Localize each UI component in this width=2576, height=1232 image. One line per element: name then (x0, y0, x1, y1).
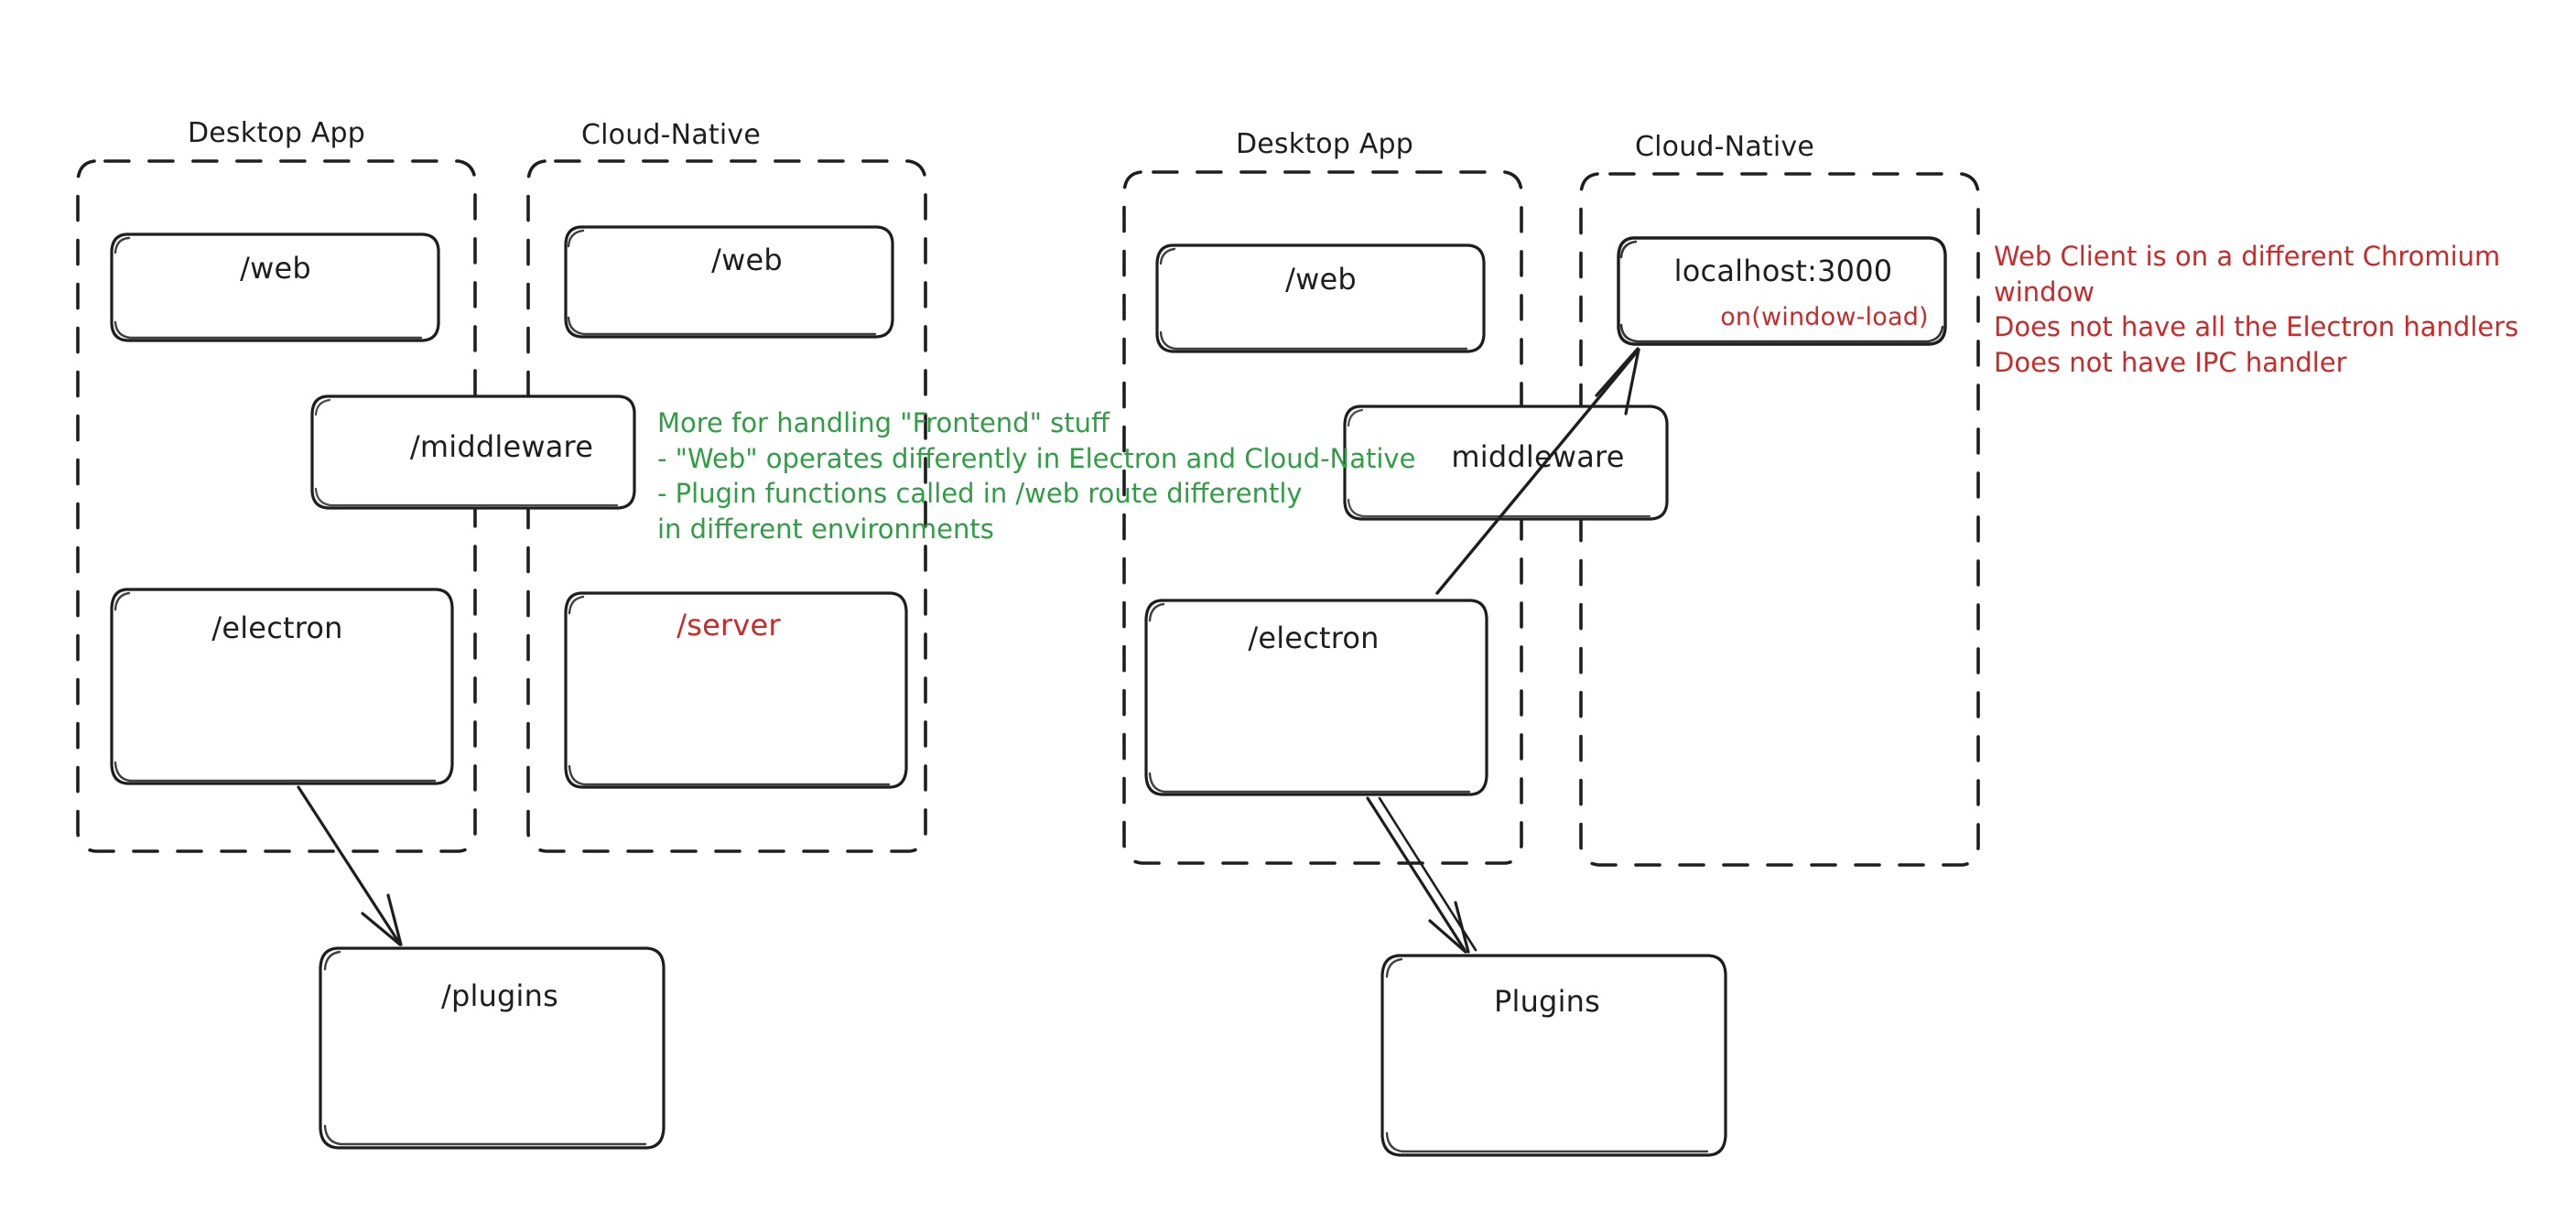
note-green-line-1: More for handling "Frontend" stuff (657, 407, 1109, 438)
box-left-plugins (319, 946, 666, 1150)
box-left-server (564, 591, 908, 789)
note-green-line-2: - "Web" operates differently in Electron… (657, 442, 1416, 474)
note-red-line-3: Does not have IPC handler (1994, 346, 2347, 378)
box-label-left-middleware: /middleware (409, 429, 594, 464)
box-right-desktop-web (1155, 243, 1486, 353)
box-left-desktop-web (110, 232, 440, 342)
note-red-line-1: Web Client is on a different Chromium wi… (1994, 241, 2501, 308)
note-green-line-4: in different environments (657, 513, 994, 545)
note-red: Web Client is on a different Chromium wi… (1994, 239, 2576, 380)
box-label-right-middleware: middleware (1451, 439, 1625, 474)
box-label-right-electron: /electron (1248, 621, 1380, 655)
box-label-right-localhost: localhost:3000 (1673, 254, 1893, 288)
group-label-left-desktop-app: Desktop App (187, 117, 366, 149)
group-left-cloud-native (526, 159, 927, 853)
box-left-middleware (310, 394, 636, 510)
box-right-electron (1144, 599, 1488, 796)
group-label-left-cloud-native: Cloud-Native (580, 119, 762, 151)
arrow-right-electron-to-localhost (1435, 347, 1640, 595)
box-sublabel-right-localhost-on-window-load: on(window-load) (1720, 303, 1929, 331)
arrow-left-electron-to-plugins (297, 785, 403, 946)
group-right-cloud-native (1579, 172, 1980, 867)
note-red-line-2: Does not have all the Electron handlers (1994, 311, 2519, 343)
box-label-left-server: /server (676, 608, 781, 643)
box-label-right-plugins: Plugins (1493, 984, 1601, 1019)
arrow-right-electron-to-plugins (1366, 796, 1477, 954)
box-label-left-plugins: /plugins (440, 978, 559, 1013)
note-green-line-3: - Plugin functions called in /web route … (657, 478, 1303, 510)
box-label-left-desktop-web: /web (240, 251, 311, 286)
box-left-electron (110, 588, 454, 785)
box-label-left-electron: /electron (211, 611, 343, 645)
box-label-right-desktop-web: /web (1285, 262, 1357, 297)
box-right-localhost (1617, 236, 1947, 346)
box-right-plugins (1380, 954, 1727, 1157)
box-label-left-cloud-web: /web (711, 243, 783, 277)
group-label-right-desktop-app: Desktop App (1235, 128, 1414, 160)
group-left-desktop-app (76, 159, 477, 853)
group-label-right-cloud-native: Cloud-Native (1634, 131, 1815, 163)
box-right-middleware (1343, 405, 1669, 521)
box-left-cloud-web (564, 225, 894, 339)
note-green: More for handling "Frontend" stuff - "We… (657, 405, 1415, 546)
group-right-desktop-app (1122, 170, 1523, 865)
